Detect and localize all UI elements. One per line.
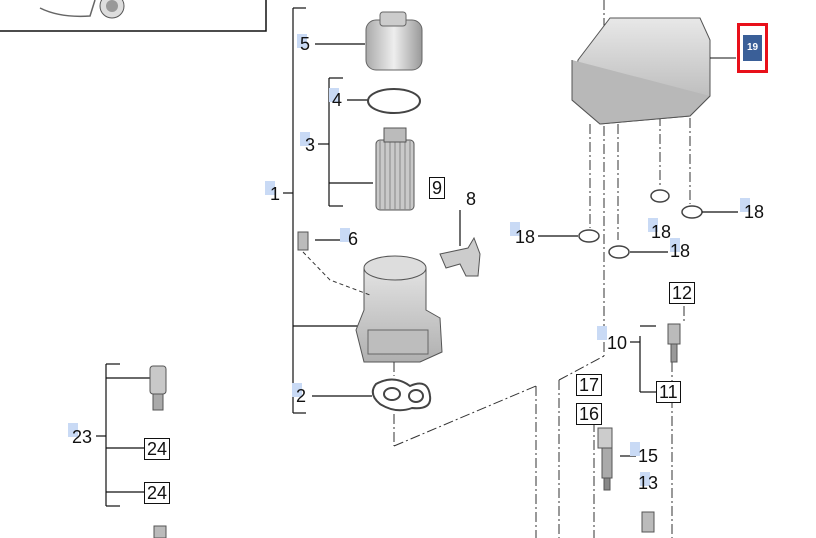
part-label-10[interactable]: 10 xyxy=(607,333,628,353)
tag-highlight xyxy=(297,34,307,48)
tag-highlight xyxy=(648,218,658,232)
part-label-18[interactable]: 18 xyxy=(670,241,691,261)
bracket-8-part xyxy=(439,236,481,277)
part-label-1[interactable]: 1 xyxy=(270,184,281,204)
o-ring-part xyxy=(367,88,421,114)
bracket-group-23 xyxy=(96,363,150,507)
leader-lines-right xyxy=(538,211,738,457)
part-label-24[interactable]: 24 xyxy=(144,438,171,460)
tag-highlight xyxy=(329,88,339,102)
tag-highlight xyxy=(630,442,640,456)
part-label-12[interactable]: 12 xyxy=(669,282,696,304)
tag-highlight xyxy=(670,238,680,252)
part-label-15[interactable]: 15 xyxy=(638,446,659,466)
tag-highlight xyxy=(740,198,750,212)
tag-highlight xyxy=(510,222,520,236)
tag-highlight xyxy=(597,326,607,340)
tag-highlight xyxy=(300,132,310,146)
part-label-19: 19 xyxy=(743,35,762,61)
part-label-5[interactable]: 5 xyxy=(300,34,311,54)
part-label-18[interactable]: 18 xyxy=(651,222,672,242)
part-label-17[interactable]: 17 xyxy=(576,374,603,396)
part-label-23[interactable]: 23 xyxy=(72,427,93,447)
part-label-11[interactable]: 11 xyxy=(656,381,681,403)
tag-highlight xyxy=(68,423,78,437)
filter-element-part xyxy=(375,127,415,211)
part-24-bottom xyxy=(153,525,167,538)
tag-highlight xyxy=(265,181,275,195)
part-label-4[interactable]: 4 xyxy=(332,90,343,110)
filter-housing-part xyxy=(355,255,443,363)
filter-cap-part xyxy=(365,11,423,71)
part-label-24[interactable]: 24 xyxy=(144,482,171,504)
oil-cooler-part xyxy=(571,17,736,125)
tag-highlight xyxy=(640,472,650,486)
tag-highlight xyxy=(292,383,302,397)
sensor-6-part xyxy=(297,231,371,296)
part-label-3[interactable]: 3 xyxy=(305,135,316,155)
gasket-part xyxy=(371,378,432,412)
sensor-10-part xyxy=(667,323,681,363)
part-label-6[interactable]: 6 xyxy=(348,229,359,249)
tag-highlight xyxy=(340,228,350,242)
part-13 xyxy=(641,511,655,533)
connector-23-part xyxy=(149,365,167,411)
vehicle-thumbnail xyxy=(0,0,267,32)
part-label-2[interactable]: 2 xyxy=(296,386,307,406)
seal-rings xyxy=(578,189,703,259)
part-callout-19-highlighted[interactable]: 19 xyxy=(737,23,768,73)
part-label-16[interactable]: 16 xyxy=(576,403,603,425)
part-label-8[interactable]: 8 xyxy=(466,189,477,209)
part-label-18[interactable]: 18 xyxy=(744,202,765,222)
part-label-9[interactable]: 9 xyxy=(429,177,446,199)
sensor-15-part xyxy=(597,427,613,491)
part-label-13[interactable]: 13 xyxy=(638,473,659,493)
part-label-18[interactable]: 18 xyxy=(515,227,536,247)
